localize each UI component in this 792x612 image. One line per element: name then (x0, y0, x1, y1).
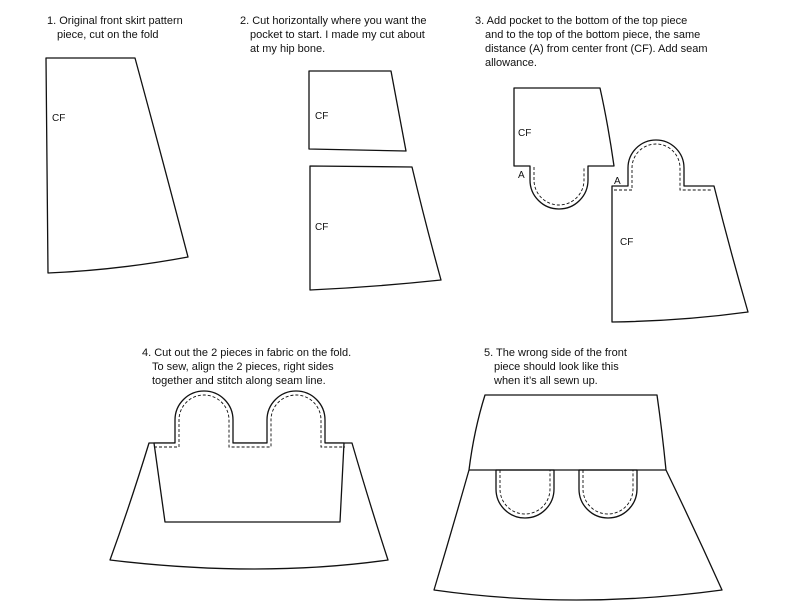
pocket-bag-left (495, 469, 555, 519)
caption-line: when it’s all sewn up. (494, 375, 598, 387)
step-2-caption: 2. Cut horizontally where you want the p… (240, 14, 427, 56)
cf-label: CF (52, 113, 65, 124)
distance-a-label: A (614, 176, 621, 187)
caption-line: 5. The wrong side of the front (484, 347, 627, 359)
caption-line: pocket to start. I made my cut about (250, 29, 425, 41)
caption-line: piece, cut on the fold (57, 29, 159, 41)
step-4-caption: 4. Cut out the 2 pieces in fabric on the… (142, 346, 351, 388)
caption-line: together and stitch along seam line. (152, 375, 326, 387)
top-piece (308, 70, 407, 152)
caption-line: at my hip bone. (250, 43, 326, 55)
step-5-figure (433, 394, 723, 601)
caption-line: piece should look like this (494, 361, 619, 373)
cf-label: CF (315, 111, 328, 122)
finished-skirt-front (433, 394, 723, 601)
distance-a-label: A (518, 170, 525, 181)
step-3-caption: 3. Add pocket to the bottom of the top p… (475, 14, 708, 70)
caption-line: 1. Original front skirt pattern (47, 15, 183, 27)
top-piece-with-pockets (153, 390, 345, 523)
cf-label: CF (518, 128, 531, 139)
step-1-caption: 1. Original front skirt pattern piece, c… (47, 14, 183, 42)
step-1-figure: CF (45, 57, 189, 274)
caption-line: and to the top of the bottom piece, the … (485, 29, 701, 41)
caption-line: 2. Cut horizontally where you want the (240, 15, 427, 27)
bottom-piece-with-pocket (611, 139, 749, 323)
caption-line: 4. Cut out the 2 pieces in fabric on the… (142, 347, 352, 359)
pocket-bag-right (578, 469, 638, 519)
top-piece-with-pocket (513, 87, 615, 210)
caption-line: To sew, align the 2 pieces, right sides (152, 361, 334, 373)
cf-label: CF (315, 222, 328, 233)
seam-line (614, 143, 712, 191)
step-3-figure: CF A A CF (513, 87, 749, 323)
cf-label: CF (620, 237, 633, 248)
step-4-figure (109, 390, 389, 570)
bottom-piece (309, 165, 442, 291)
seam-line (154, 394, 345, 448)
seam-line (582, 470, 634, 515)
caption-line: distance (A) from center front (CF). Add… (485, 43, 708, 55)
original-skirt-piece (45, 57, 189, 274)
caption-line: allowance. (485, 57, 537, 69)
seam-line (499, 470, 551, 515)
step-5-caption: 5. The wrong side of the front piece sho… (484, 346, 627, 388)
caption-line: 3. Add pocket to the bottom of the top p… (475, 15, 688, 27)
step-2-figure: CF CF (308, 70, 442, 291)
seam-line (533, 167, 585, 206)
